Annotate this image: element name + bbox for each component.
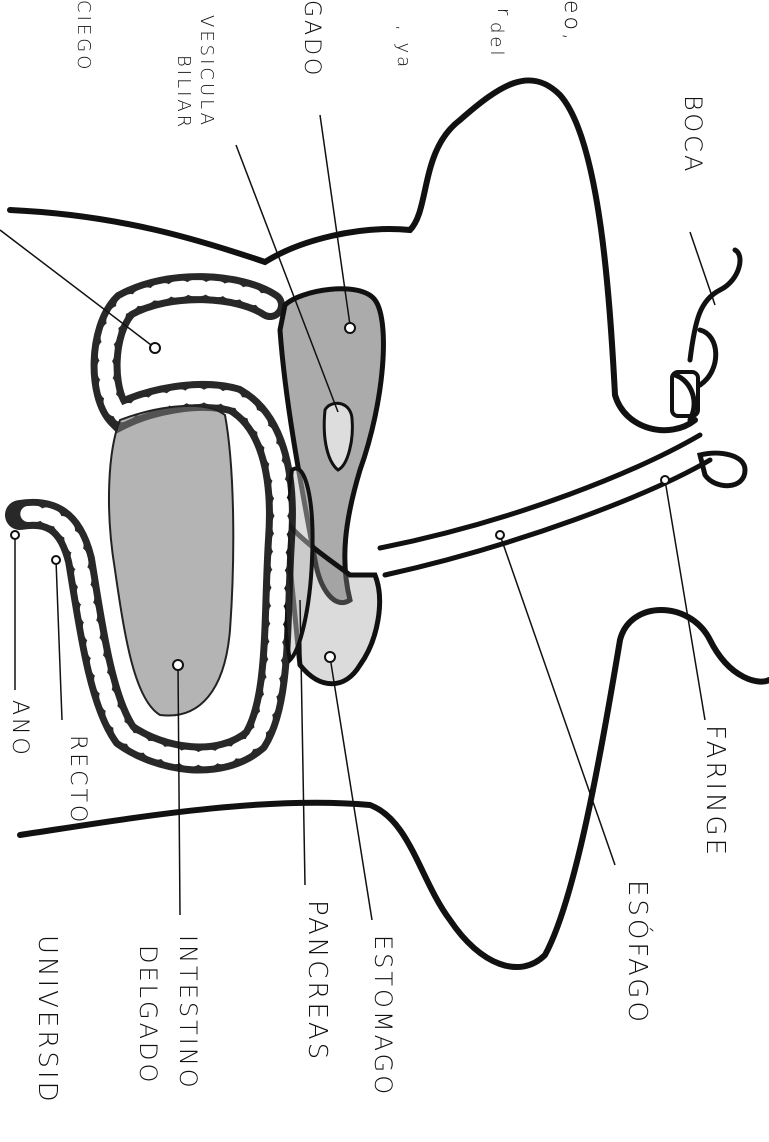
label-intestino: INTESTINO [176, 935, 200, 1091]
leader-faringe [665, 480, 705, 720]
margin-del: del [487, 22, 505, 59]
label-ano: ANO [8, 700, 30, 758]
label-biliar: BILIAR [174, 55, 192, 130]
label-vesicula: VESICULA [197, 15, 215, 128]
leader-esofago [500, 535, 615, 865]
margin-ya: , ya [394, 25, 412, 70]
mouth-outline [675, 250, 745, 486]
label-recto: RECTO [66, 735, 88, 825]
label-estomago: ESTOMAGO [371, 935, 395, 1097]
leader-estomago [330, 657, 372, 920]
label-pancreas: PANCREAS [304, 900, 330, 1062]
leader-boca [690, 232, 715, 305]
label-higado: GADO [300, 0, 322, 78]
small-intestine [109, 406, 233, 716]
leader-recto [56, 560, 62, 720]
margin-r: r [494, 8, 512, 18]
label-ciego: CIEGO [74, 0, 92, 72]
esophagus [380, 435, 710, 575]
margin-eo: eo, [560, 0, 582, 43]
leader-lines [0, 115, 715, 920]
label-delgado: DELGADO [136, 945, 160, 1085]
margin-universid: UNIVERSID [34, 935, 60, 1105]
label-faringe: FARINGE [702, 725, 728, 858]
label-boca: BOCA [681, 95, 705, 174]
label-esofago: ESÓFAGO [624, 880, 650, 1025]
